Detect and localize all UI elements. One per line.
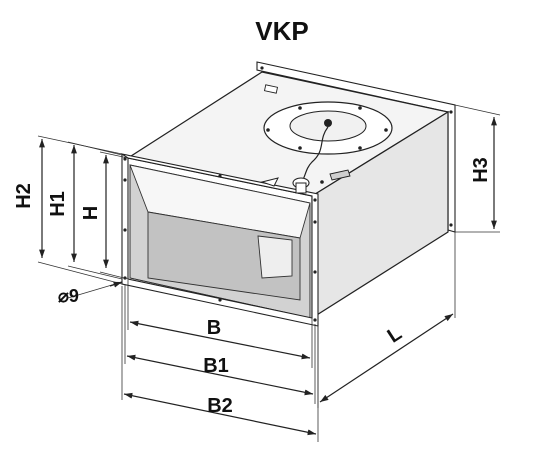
flange-screws xyxy=(123,66,453,322)
dim-h1 xyxy=(67,141,123,280)
dim-h2-label: H2 xyxy=(13,183,35,209)
terminal-box xyxy=(292,177,324,194)
dim-hole xyxy=(67,281,123,299)
dim-l xyxy=(317,232,456,408)
dim-h1-label: H1 xyxy=(47,191,69,217)
warning-label-icon xyxy=(260,177,279,187)
drawing-title: VKP xyxy=(255,16,308,46)
dim-hole-label: ⌀9 xyxy=(58,286,79,306)
dim-l-label: L xyxy=(384,322,406,347)
dim-b2-label: B2 xyxy=(207,395,233,417)
dim-b1 xyxy=(124,284,316,404)
motor-assembly xyxy=(263,101,393,187)
dim-b-label: B xyxy=(207,317,221,339)
dim-h3-label: H3 xyxy=(470,157,492,183)
dim-b1-label: B1 xyxy=(203,355,229,377)
dim-h xyxy=(99,151,129,280)
top-plate xyxy=(263,84,279,94)
dim-h-label: H xyxy=(80,206,102,220)
dim-h3 xyxy=(454,104,501,233)
inner-motor-bracket xyxy=(257,235,293,279)
rating-plate xyxy=(329,169,351,181)
